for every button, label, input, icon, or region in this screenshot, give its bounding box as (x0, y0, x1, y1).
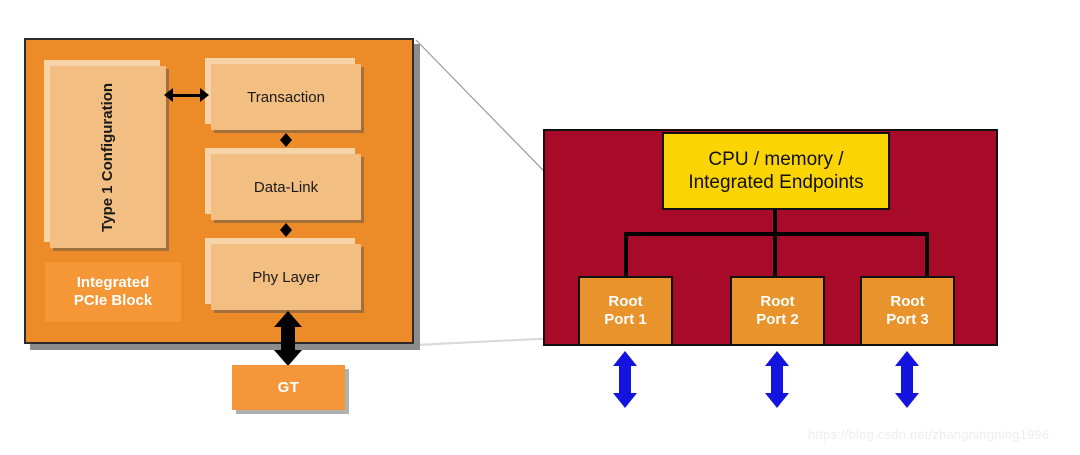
link-arrow-3-shaft (901, 364, 913, 394)
transaction-datalink-arrow-down-head (280, 140, 292, 147)
gt-label: GT (277, 379, 300, 396)
phy-gt-arrow-shaft (281, 325, 295, 351)
transaction-datalink-arrow-up-head (280, 133, 292, 140)
link-arrow-2-up-head (765, 351, 789, 366)
root-port-2-block: Root Port 2 (730, 276, 825, 346)
link-arrow-3-up-head (895, 351, 919, 366)
config-transaction-arrow-right-head (200, 88, 209, 102)
type1-config-block: Type 1 Configuration (50, 66, 166, 248)
root-port-1-label: Root Port 1 (604, 292, 647, 328)
root-port-2-label: Root Port 2 (756, 292, 799, 328)
cpu-stem-line (773, 210, 777, 236)
root-port-3-block: Root Port 3 (860, 276, 955, 346)
cpu-memory-endpoints-block: CPU / memory / Integrated Endpoints (662, 132, 890, 210)
type1-config-label: Type 1 Configuration (98, 82, 116, 232)
transaction-label: Transaction (247, 88, 325, 106)
link-arrow-2-down-head (765, 393, 789, 408)
root-port-1-drop-line (624, 232, 628, 278)
root-port-2-drop-line (773, 232, 777, 278)
link-arrow-1-shaft (619, 364, 631, 394)
watermark-text: https://blog.csdn.net/zhangningning1996 (808, 427, 1050, 442)
root-port-3-drop-line (925, 232, 929, 278)
integrated-pcie-block-caption: Integrated PCIe Block (73, 274, 153, 309)
data-link-layer-block: Data-Link (211, 154, 361, 220)
link-arrow-1-down-head (613, 393, 637, 408)
config-transaction-arrow-left-head (164, 88, 173, 102)
config-transaction-arrow-shaft (171, 94, 207, 97)
phy-layer-block: Phy Layer (211, 244, 361, 310)
phy-layer-label: Phy Layer (252, 268, 320, 286)
datalink-phy-arrow-up-head (280, 223, 292, 230)
link-arrow-1-up-head (613, 351, 637, 366)
link-arrow-3-down-head (895, 393, 919, 408)
root-port-3-label: Root Port 3 (886, 292, 929, 328)
gt-block: GT (232, 365, 345, 410)
datalink-phy-arrow-down-head (280, 230, 292, 237)
transaction-layer-block: Transaction (211, 64, 361, 130)
root-port-1-block: Root Port 1 (578, 276, 673, 346)
phy-gt-arrow-down-head (274, 350, 302, 366)
cpu-memory-endpoints-label: CPU / memory / Integrated Endpoints (688, 148, 864, 193)
data-link-label: Data-Link (253, 178, 319, 196)
phy-gt-arrow-up-head (274, 311, 302, 327)
link-arrow-2-shaft (771, 364, 783, 394)
integrated-pcie-block-caption-plate: Integrated PCIe Block (45, 262, 181, 322)
